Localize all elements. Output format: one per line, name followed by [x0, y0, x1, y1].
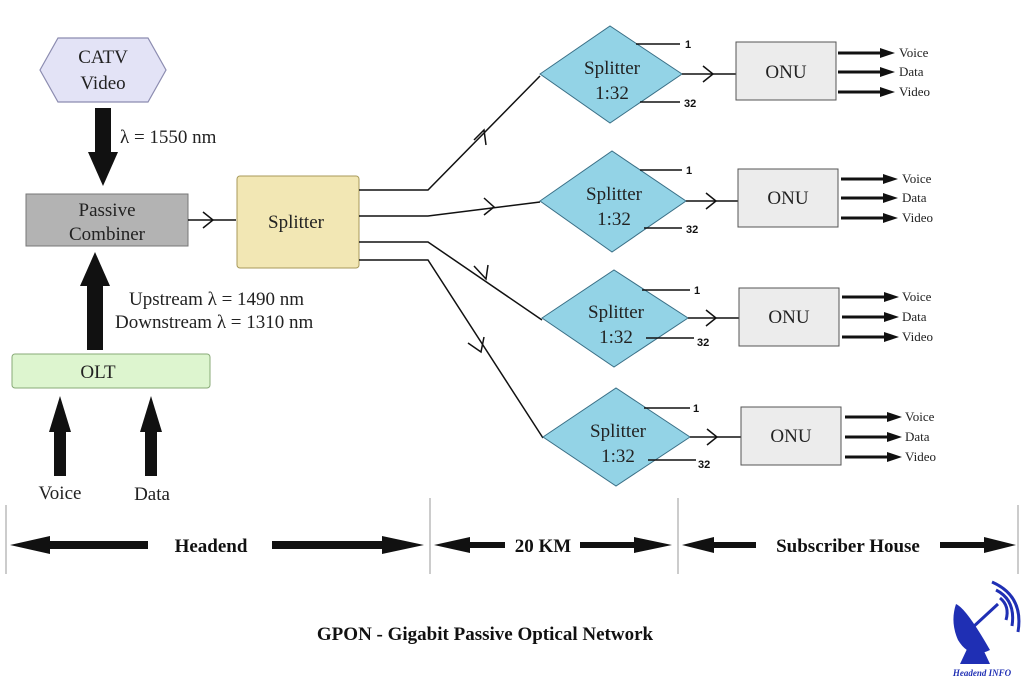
- svg-text:Video: Video: [899, 84, 930, 99]
- svg-text:32: 32: [684, 98, 696, 110]
- svg-text:Splitter: Splitter: [586, 184, 643, 205]
- svg-text:1:32: 1:32: [597, 209, 631, 230]
- fiber-2: [359, 201, 541, 217]
- svg-text:1: 1: [693, 403, 699, 415]
- onu-4: ONU: [740, 406, 842, 466]
- voice-input-label: Voice: [39, 483, 82, 504]
- svg-text:Video: Video: [902, 329, 933, 344]
- catv-label-2: Video: [80, 73, 125, 94]
- svg-text:Voice: Voice: [902, 289, 932, 304]
- splitter-1: Splitter 1:32 1 32: [539, 25, 696, 124]
- headend-span: Headend: [10, 536, 424, 557]
- satellite-dish-logo: Headend INFO: [952, 580, 1021, 678]
- subscriber-label: Subscriber House: [776, 536, 920, 557]
- splitter-4: Splitter 1:32 1 32: [542, 387, 710, 487]
- svg-text:Data: Data: [905, 429, 930, 444]
- svg-text:1: 1: [694, 285, 700, 297]
- logo-text: Headend INFO: [952, 668, 1012, 678]
- svg-text:1: 1: [685, 39, 691, 51]
- svg-text:Voice: Voice: [902, 171, 932, 186]
- catv-label-1: CATV: [78, 47, 128, 68]
- svg-text:1:32: 1:32: [599, 327, 633, 348]
- headend-label: Headend: [175, 536, 248, 557]
- svg-text:1: 1: [686, 165, 692, 177]
- fiber-3: [359, 241, 543, 321]
- svg-text:Voice: Voice: [899, 45, 929, 60]
- splitter-2: Splitter 1:32 1 32: [539, 150, 698, 253]
- upstream-label: Upstream λ = 1490 nm: [129, 289, 304, 310]
- combiner-label-2: Combiner: [69, 224, 146, 245]
- onu-2: ONU: [737, 168, 839, 228]
- svg-text:Splitter: Splitter: [590, 421, 647, 442]
- fiber-1: [359, 75, 541, 191]
- splitter-onu-links: [682, 65, 741, 446]
- zone-dividers: [5, 498, 1019, 574]
- svg-text:Splitter: Splitter: [584, 58, 641, 79]
- svg-text:1:32: 1:32: [595, 83, 629, 104]
- svg-text:Video: Video: [905, 449, 936, 464]
- data-input-label: Data: [134, 484, 170, 505]
- catv-video-node: CATV Video: [39, 37, 167, 103]
- olt-node: OLT: [11, 353, 211, 389]
- svg-text:ONU: ONU: [770, 426, 811, 447]
- svg-text:32: 32: [697, 337, 709, 349]
- lambda-1550-label: λ = 1550 nm: [120, 127, 217, 148]
- onu-2-outputs: Voice Data Video: [841, 171, 933, 225]
- onu-4-outputs: Voice Data Video: [845, 409, 936, 464]
- distance-label: 20 KM: [515, 536, 572, 557]
- diagram-caption: GPON - Gigabit Passive Optical Network: [317, 624, 654, 645]
- svg-text:1:32: 1:32: [601, 446, 635, 467]
- svg-text:ONU: ONU: [768, 307, 809, 328]
- main-splitter-node: Splitter: [236, 175, 360, 269]
- passive-combiner-node: Passive Combiner: [25, 193, 189, 247]
- olt-up-arrow: [80, 252, 110, 350]
- svg-text:Data: Data: [902, 309, 927, 324]
- combiner-to-splitter-link: [188, 211, 236, 229]
- svg-text:Data: Data: [899, 64, 924, 79]
- onu-3: ONU: [738, 287, 840, 347]
- svg-text:Video: Video: [902, 210, 933, 225]
- svg-text:Data: Data: [902, 190, 927, 205]
- olt-label: OLT: [80, 362, 116, 383]
- subscriber-span: Subscriber House: [682, 536, 1016, 557]
- svg-text:32: 32: [698, 459, 710, 471]
- onu-3-outputs: Voice Data Video: [842, 289, 933, 344]
- catv-down-arrow: [88, 108, 118, 186]
- fiber-4: [359, 259, 544, 439]
- combiner-label-1: Passive: [79, 200, 136, 221]
- downstream-label: Downstream λ = 1310 nm: [115, 312, 314, 333]
- svg-text:32: 32: [686, 224, 698, 236]
- main-splitter-label: Splitter: [268, 212, 325, 233]
- onu-1-outputs: Voice Data Video: [838, 45, 930, 99]
- onu-1: ONU: [735, 41, 837, 101]
- splitter-3: Splitter 1:32 1 32: [541, 269, 709, 368]
- svg-text:ONU: ONU: [767, 188, 808, 209]
- distance-span: 20 KM: [434, 536, 672, 557]
- feeder-fibers: [359, 75, 544, 439]
- voice-input-arrow: [49, 396, 71, 476]
- svg-text:ONU: ONU: [765, 62, 806, 83]
- svg-text:Splitter: Splitter: [588, 302, 645, 323]
- data-input-arrow: [140, 396, 162, 476]
- svg-text:Voice: Voice: [905, 409, 935, 424]
